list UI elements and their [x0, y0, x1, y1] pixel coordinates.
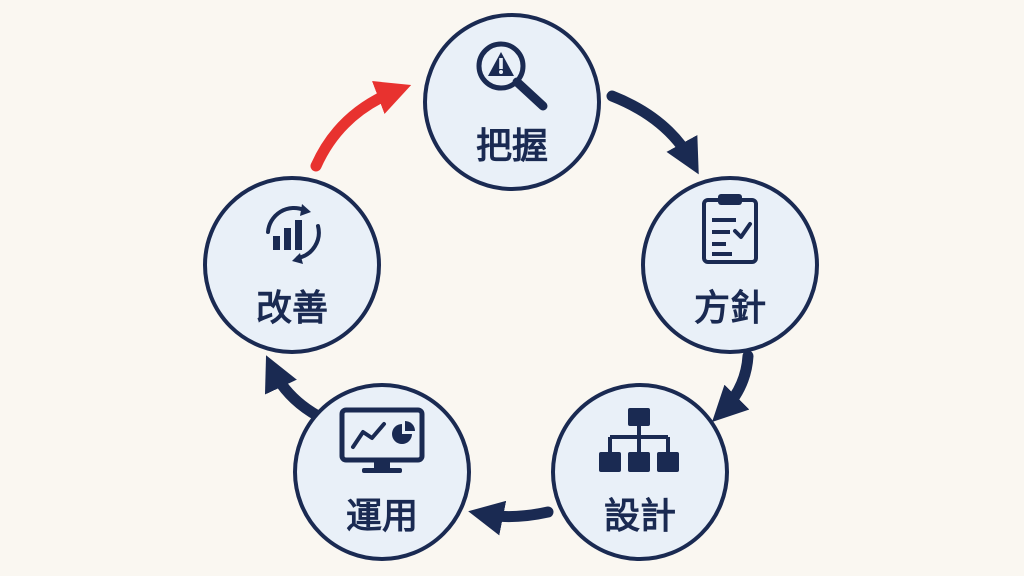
stage-label-policy: 方針: [694, 288, 766, 329]
improvement-cycle-chart-icon: [266, 204, 321, 264]
warning-magnifier-icon: [476, 41, 548, 111]
stage-design: 設計: [551, 383, 729, 561]
stage-policy: 方針: [641, 176, 819, 354]
stage-improvement: 改善: [203, 176, 381, 354]
arrow-policy-to-design: [712, 350, 754, 422]
stage-label-design: 設計: [604, 496, 676, 537]
stage-understand: 把握: [423, 13, 601, 191]
stage-label-understand: 把握: [476, 126, 548, 167]
arrow-design-to-operation: [468, 500, 554, 536]
arrow-operation-to-improvement: [264, 355, 324, 422]
stage-label-operation: 運用: [346, 496, 418, 537]
arrow-understand-to-policy: [606, 90, 699, 175]
stage-circle: [203, 176, 381, 354]
clipboard-checklist-icon: [702, 194, 758, 264]
stage-circle: [423, 13, 601, 191]
stage-label-improvement: 改善: [256, 288, 328, 329]
stage-circle: [641, 176, 819, 354]
stage-operation: 運用: [293, 383, 471, 561]
monitor-dashboard-icon: [339, 407, 425, 473]
hierarchy-chart-icon: [599, 408, 679, 472]
arrow-improvement-to-understand: [310, 81, 412, 172]
